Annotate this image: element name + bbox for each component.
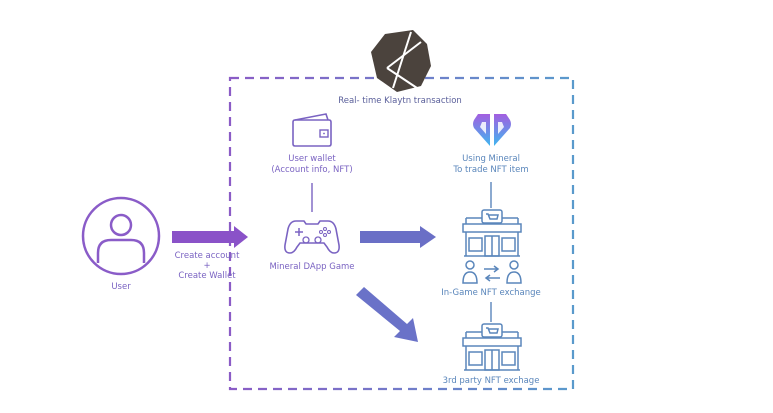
store-exchange-icon [462,209,522,284]
edge-label-line1: Create account [174,251,240,261]
mineral-label-line2: To trade NFT item [453,165,529,175]
wallet-label-line1: User wallet [288,154,336,164]
ingame-exchange-label: In-Game NFT exchange [441,288,541,298]
boundary-label: Real- time Klaytn transaction [338,96,462,106]
arrow-game-to-ingame-exchange [360,226,436,248]
gamepad-icon [284,220,340,254]
thirdparty-exchange-label: 3rd party NFT exchage [442,376,540,386]
wallet-icon [292,113,332,147]
mineral-logo [473,114,511,146]
user-icon [81,196,161,276]
wallet-label-line2: (Account info, NFT) [271,165,353,175]
arrow-user-to-game [172,226,248,248]
edge-label-line3: Create Wallet [178,271,236,281]
edge-label-line2: + [203,261,211,271]
arrow-game-to-thirdparty-exchange [356,287,418,342]
mineral-label-line1: Using Mineral [462,154,520,164]
game-label: Mineral DApp Game [269,262,355,272]
user-label: User [111,282,131,292]
klaytn-logo [371,30,431,92]
store-icon [462,323,522,371]
